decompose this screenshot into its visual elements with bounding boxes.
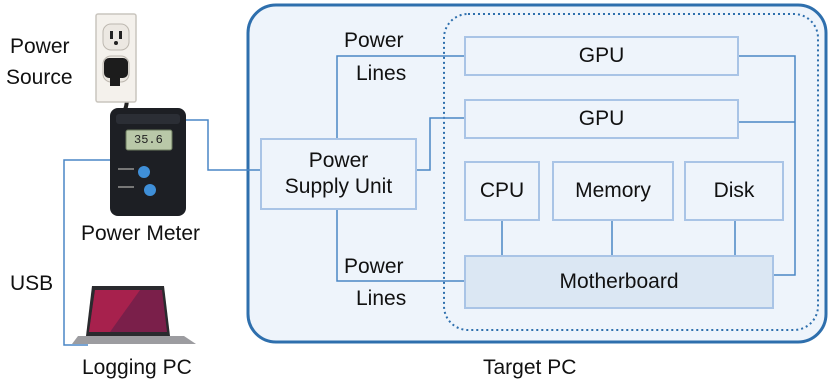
system-boundary — [443, 13, 819, 331]
power-source-label-1: Power — [10, 35, 70, 58]
target-pc-label: Target PC — [483, 356, 577, 379]
gpu-2-label: GPU — [578, 107, 625, 130]
psu-box: Power Supply Unit — [260, 138, 417, 210]
motherboard-box: Motherboard — [464, 255, 774, 309]
gpu-1-label: GPU — [578, 44, 625, 67]
psu-to-gpu2-wire — [415, 117, 467, 171]
wall-outlet-icon — [95, 13, 137, 103]
power-meter-label: Power Meter — [81, 222, 201, 245]
gpu-box-2: GPU — [464, 99, 739, 139]
power-lines-top-2: Lines — [356, 62, 407, 85]
psu-to-gpu1-wire — [336, 55, 467, 138]
power-meter-icon — [110, 108, 186, 216]
logging-pc-label: Logging PC — [82, 356, 192, 379]
power-lines-top-1: Power — [344, 29, 404, 52]
power-lines-bottom-2: Lines — [356, 287, 407, 310]
meter-display: 35.6 — [134, 133, 163, 147]
psu-label-2: Supply Unit — [284, 175, 393, 198]
usb-label: USB — [10, 272, 54, 295]
memory-box: Memory — [552, 161, 674, 221]
psu-to-motherboard-wire — [336, 208, 467, 282]
disk-label: Disk — [713, 179, 755, 202]
power-source-label-2: Source — [6, 66, 73, 89]
gpu-box-1: GPU — [464, 36, 739, 76]
meter-to-psu-wire — [186, 119, 262, 171]
motherboard-label: Motherboard — [559, 270, 679, 293]
usb-cable — [63, 159, 110, 346]
gpu1-right-bus — [737, 55, 796, 276]
power-lines-bottom-1: Power — [344, 255, 404, 278]
cpu-label: CPU — [479, 179, 525, 202]
disk-box: Disk — [684, 161, 784, 221]
laptop-icon — [72, 286, 196, 344]
psu-label-1: Power — [308, 149, 369, 172]
cpu-box: CPU — [464, 161, 540, 221]
memory-label: Memory — [575, 179, 651, 202]
